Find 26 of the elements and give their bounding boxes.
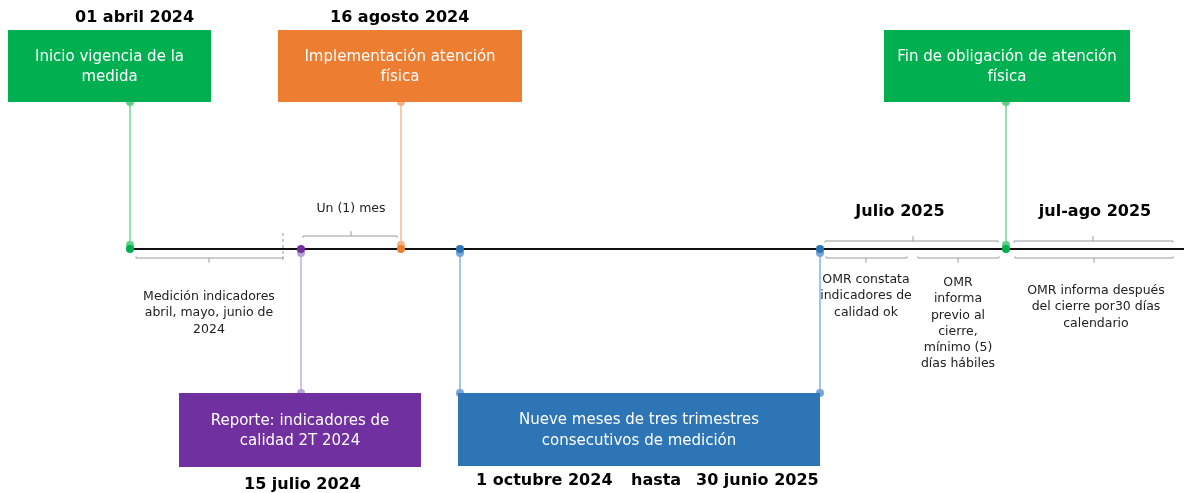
note-text: OMR informa después del cierre por30 días calendario: [1026, 282, 1166, 331]
note-text: Medición indicadores abril, mayo, junio de 2024: [142, 288, 276, 337]
note-text: OMR constata indicadores de calidad ok: [819, 271, 913, 320]
period-label: Julio 2025: [853, 201, 946, 222]
event-box: Nueve meses de tres trimestres consecutivos de medición: [458, 393, 820, 466]
date-label: hasta: [631, 470, 682, 489]
note-text: OMR informa previo al cierre, mínimo (5) días hábiles: [920, 274, 996, 372]
date-label: 01 abril 2024: [75, 7, 195, 26]
timeline-dot: [816, 245, 824, 253]
date-label: 1 octubre 2024: [476, 470, 613, 489]
event-box: Implementación atención física: [278, 30, 522, 102]
date-label: 16 agosto 2024: [330, 7, 470, 26]
timeline-dot: [126, 245, 134, 253]
timeline-dot: [456, 245, 464, 253]
event-box: Fin de obligación de atención física: [884, 30, 1130, 102]
timeline-dot: [297, 245, 305, 253]
timeline-dot: [397, 245, 405, 253]
date-label: 15 julio 2024: [244, 474, 361, 493]
period-label: jul-ago 2025: [1037, 201, 1153, 222]
leader-line: [816, 249, 824, 397]
event-box: Inicio vigencia de la medida: [8, 30, 211, 102]
leader-line: [456, 249, 464, 397]
note-text: Un (1) mes: [315, 200, 387, 217]
date-label: 30 junio 2025: [696, 470, 819, 489]
event-box: Reporte: indicadores de calidad 2T 2024: [179, 393, 421, 467]
timeline-dot: [1002, 245, 1010, 253]
